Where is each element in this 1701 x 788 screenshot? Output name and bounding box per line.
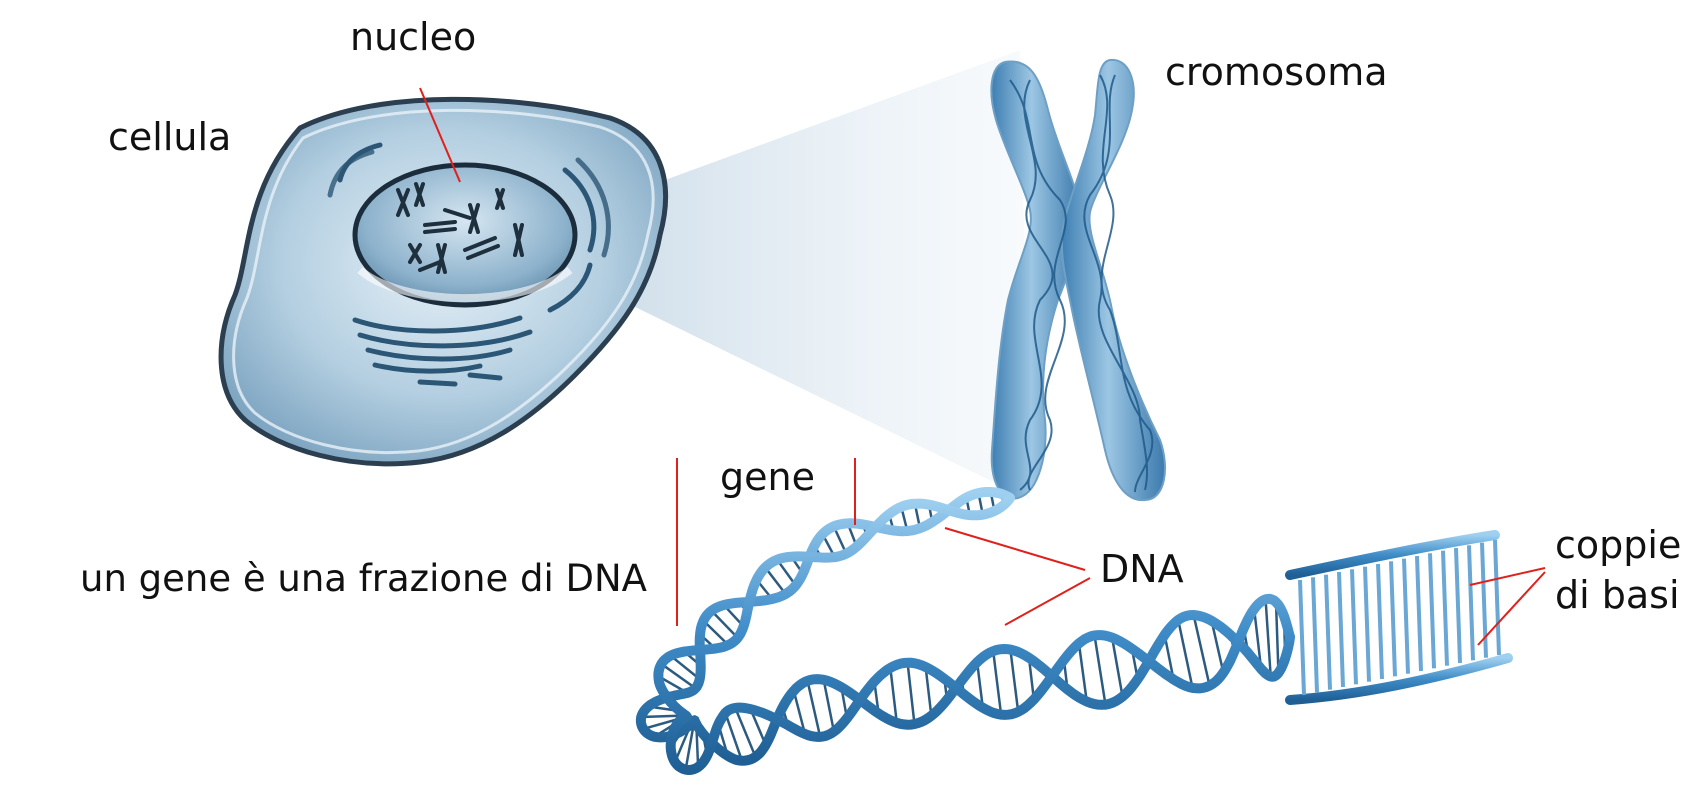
dna-base-pair: [822, 679, 836, 732]
dna-unwound-base-pair: [1415, 555, 1423, 672]
nucleus-shadow: [357, 266, 573, 303]
dna-strand-b: [653, 493, 1295, 776]
dna-base-pair: [889, 667, 899, 723]
dna-base-pair: [991, 650, 1003, 715]
label-base-pairs-line1: coppie: [1555, 523, 1682, 567]
dna-base-pair: [1210, 620, 1225, 673]
label-cell: cellula: [108, 115, 232, 159]
label-base-pairs-line2: di basi: [1555, 573, 1680, 617]
chromosome-right-arm: [1060, 58, 1166, 502]
dna-unwound-base-pair: [1324, 574, 1332, 690]
dna-base-pair: [669, 654, 701, 681]
magnification-beam: [535, 50, 1030, 500]
dna-base-pair: [1110, 637, 1124, 697]
label-dna: DNA: [1100, 547, 1184, 591]
dna-base-pair: [776, 558, 797, 587]
nucleus: [352, 162, 578, 308]
chromosome: [990, 58, 1166, 502]
cell: [218, 96, 669, 467]
dna-base-pair: [1077, 643, 1089, 702]
leader-nucleus: [419, 87, 461, 183]
leader-dna-lower: [1004, 577, 1091, 626]
dna-ladder-top: [1285, 530, 1500, 580]
dna-base-pair: [660, 662, 697, 690]
dna-base-pair: [1177, 619, 1194, 689]
dna-base-pair: [764, 566, 787, 595]
dna-unwound-base-pair: [1389, 561, 1397, 677]
dna-base-pair: [1163, 634, 1175, 680]
label-chromosome: cromosoma: [1165, 50, 1388, 94]
organelles: [327, 142, 611, 387]
dna-unwound-base-pair: [1441, 550, 1449, 666]
dna-base-pair: [724, 712, 744, 762]
dna-base-pair: [1252, 608, 1263, 670]
dna-base-pair: [792, 690, 807, 735]
dna-base-pair: [975, 662, 985, 708]
dna-base-pair: [924, 666, 933, 716]
dna-unwound-base-pair: [1480, 542, 1488, 658]
dna-unwound-base-pair: [1467, 545, 1475, 661]
dna-base-pair: [710, 609, 739, 639]
leader-lines: [419, 87, 1546, 646]
label-gene: gene: [720, 455, 815, 499]
dna-unwound-base-pair: [1298, 579, 1306, 696]
leader-base-pairs-lower: [1477, 571, 1546, 646]
dna-strand-a: [635, 487, 1295, 766]
nucleus-chromosomes: [396, 182, 524, 274]
dna-base-pair: [806, 680, 822, 738]
dna-ladder-rungs: [1298, 539, 1501, 696]
dna-unwound-base-pair: [1428, 553, 1436, 669]
dna-base-pair: [749, 708, 767, 746]
chromosome-helix: [1009, 74, 1154, 493]
dna-base-pair: [906, 662, 916, 725]
dna-double-helix: [635, 487, 1513, 776]
dna-unwound-base-pair: [1493, 539, 1501, 656]
dna-unwound-base-pair: [1311, 577, 1319, 693]
dna-unwound-base-pair: [1376, 563, 1384, 680]
leader-base-pairs-upper: [1469, 567, 1546, 586]
dna-unwound-base-pair: [1402, 558, 1410, 674]
dna-base-pair: [1009, 649, 1020, 712]
label-nucleus: nucleo: [350, 15, 477, 59]
leader-dna-upper: [944, 527, 1086, 571]
label-gene-definition: un gene è una frazione di DNA: [80, 557, 647, 600]
dna-base-pair: [734, 707, 757, 758]
dna-unwound-base-pair: [1350, 569, 1358, 685]
dna-unwound-base-pair: [1337, 571, 1345, 688]
dna-ladder-bottom: [1285, 653, 1513, 705]
dna-base-pair: [1093, 635, 1107, 705]
dna-base-pair: [1027, 657, 1036, 700]
cell-inner-rim: [232, 108, 655, 455]
dna-base-pair: [1192, 614, 1211, 686]
dna-base-pair: [702, 619, 730, 646]
dna-unwound-base-pair: [1454, 547, 1462, 664]
dna-base-pair: [1274, 602, 1280, 673]
dna-unwound-base-pair: [1363, 566, 1371, 682]
dna-base-pair: [1264, 599, 1272, 677]
